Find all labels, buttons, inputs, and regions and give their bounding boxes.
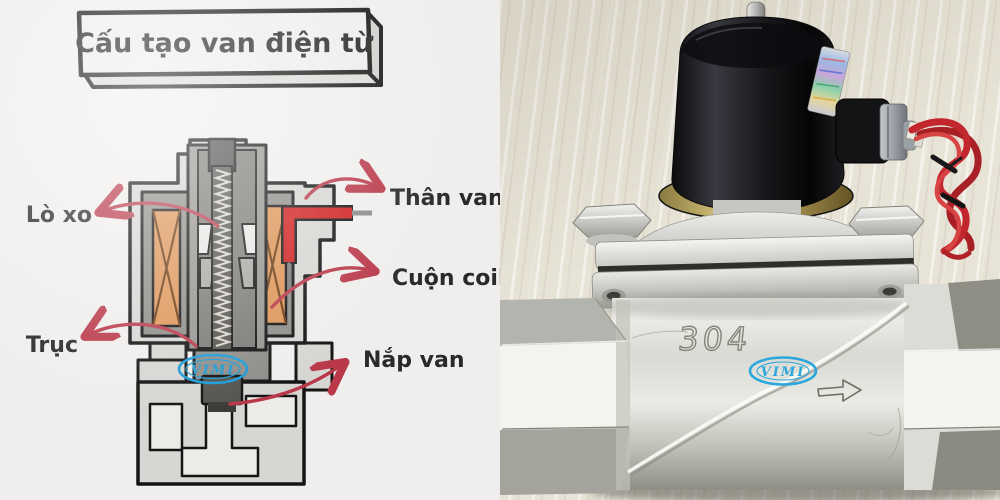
solenoid-diagram: Cấu tạo van điện từ	[26, 7, 500, 486]
gasket-line	[597, 257, 914, 274]
diagram-panel: Cấu tạo van điện từ	[0, 0, 500, 500]
arrow-spring	[100, 203, 220, 228]
flow-channel	[180, 402, 260, 478]
label-shaft: Trục	[26, 333, 78, 358]
vimi-logo-text: VIMI	[761, 365, 806, 380]
hex-bolt-left	[572, 203, 652, 240]
hologram-sticker	[807, 46, 850, 117]
bolt-hole	[882, 287, 897, 296]
red-wire-bundle	[908, 118, 982, 260]
coil-wire	[281, 205, 372, 294]
cable-tie	[930, 154, 958, 174]
diagram-title: Cấu tạo van điện từ	[75, 28, 374, 59]
right-port	[903, 279, 1000, 490]
bolt-hole	[606, 291, 621, 300]
arrow-shaft	[86, 324, 198, 348]
engraving-304: 304	[676, 320, 753, 358]
cable-tie	[940, 192, 966, 209]
coil-cylinder	[671, 1, 845, 212]
label-body: Thân van	[390, 186, 500, 211]
title-box: Cấu tạo van điện từ	[75, 7, 383, 89]
coil-top-face	[682, 23, 830, 68]
spring-zigzag	[212, 169, 233, 347]
solenoid-valve-photo: 304 VIMI	[500, 1, 1000, 500]
left-coil-winding	[151, 208, 182, 328]
label-coil: Cuộn coil	[392, 266, 500, 291]
arrow-cap	[228, 363, 344, 406]
photo-panel: 304 VIMI	[500, 0, 1000, 500]
vimi-logo-photo: VIMI	[748, 356, 818, 386]
left-port	[500, 297, 630, 495]
label-cap: Nắp van	[363, 347, 465, 373]
arrow-body	[304, 179, 380, 200]
orifice-plug	[208, 402, 236, 412]
arrow-coil	[270, 268, 374, 309]
valve-body: 304 VIMI	[500, 279, 1000, 495]
vimi-logo-text: VIMI	[191, 363, 236, 378]
label-spring: Lò xo	[26, 203, 92, 228]
flow-arrow-icon	[817, 379, 862, 402]
body-ridge	[627, 301, 908, 474]
plunger-assembly	[186, 137, 268, 352]
vimi-logo-diagram: VIMI	[177, 353, 249, 385]
